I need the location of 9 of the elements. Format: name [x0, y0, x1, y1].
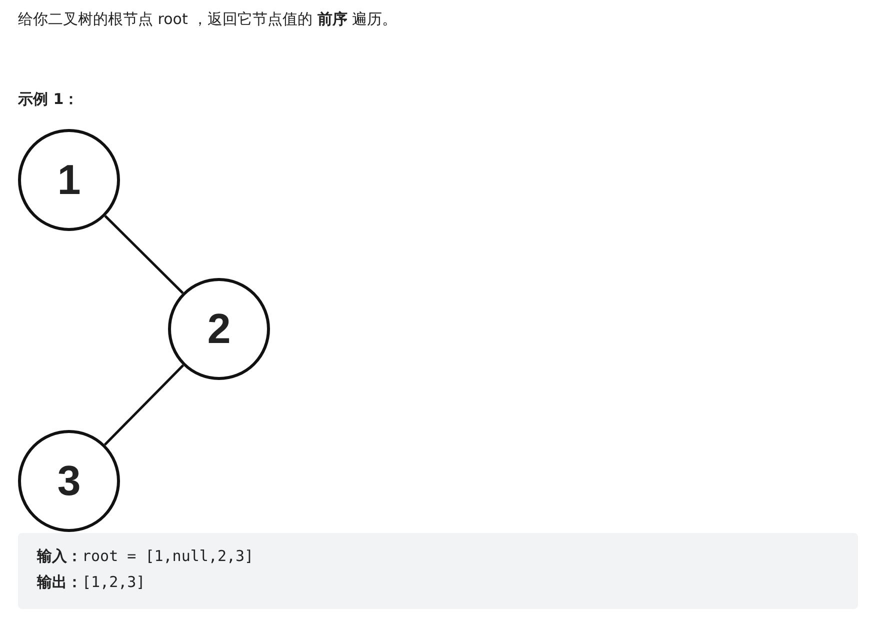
input-line: 输入：root = [1,null,2,3]	[37, 547, 254, 566]
description-text: 给你二叉树的根节点 root ，返回它节点值的 前序 遍历。	[18, 10, 398, 29]
tree-node-circle: 2	[168, 278, 270, 380]
tree-node-circle: 3	[18, 430, 120, 532]
example-heading: 示例 1：	[18, 90, 79, 109]
output-line: 输出：[1,2,3]	[37, 573, 146, 592]
tree-edge	[104, 215, 184, 294]
tree-edge	[104, 364, 184, 446]
tree-node-circle: 1	[18, 129, 120, 231]
